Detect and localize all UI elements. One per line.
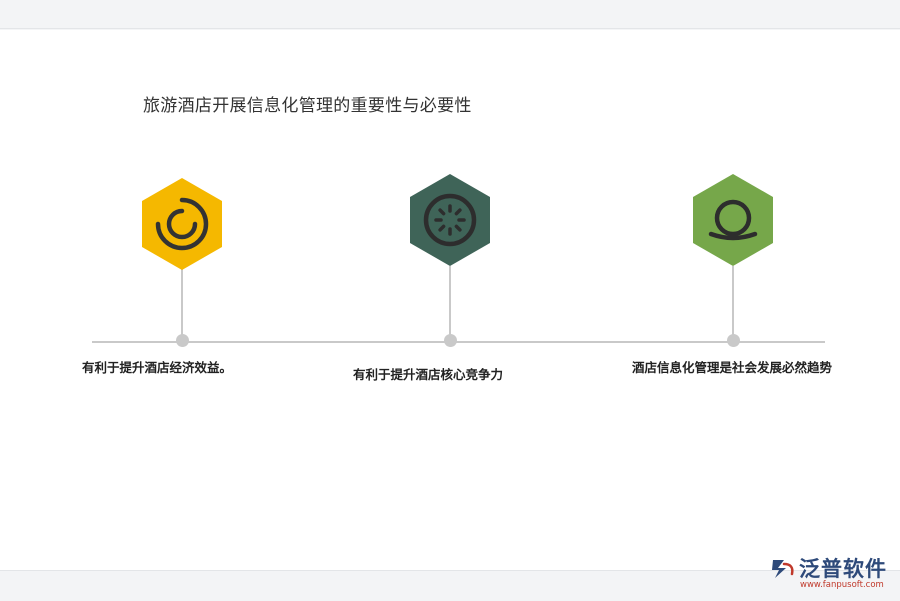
- step-1-label: 有利于提升酒店经济效益。: [82, 360, 233, 375]
- brand-name: 泛普软件: [799, 557, 887, 581]
- step-2-stem: [449, 266, 451, 341]
- brand-url: www.fanpusoft.com: [800, 580, 884, 590]
- dotted-circle-icon: [423, 193, 477, 247]
- top-bar: [0, 0, 900, 29]
- slide-canvas: 旅游酒店开展信息化管理的重要性与必要性 有利于提升酒店经济效益。: [0, 30, 900, 570]
- bottom-bar: [0, 570, 900, 601]
- slide-title: 旅游酒店开展信息化管理的重要性与必要性: [143, 96, 472, 116]
- brand-logo: 泛普软件: [770, 553, 887, 583]
- step-2-dot: [444, 334, 457, 347]
- fanpu-logo-icon: [772, 560, 794, 578]
- step-1-hexagon: [142, 178, 222, 270]
- step-3-label: 酒店信息化管理是社会发展必然趋势: [632, 360, 833, 375]
- step-2-label: 有利于提升酒店核心竞争力: [353, 367, 504, 382]
- bowl-ring-icon: [708, 199, 758, 241]
- step-2-hexagon: [410, 174, 490, 266]
- step-3-hexagon: [693, 174, 773, 266]
- step-1-dot: [176, 334, 189, 347]
- step-1-stem: [181, 268, 183, 341]
- timeline-line: [92, 341, 825, 343]
- step-3-dot: [727, 334, 740, 347]
- step-3-stem: [732, 266, 734, 341]
- spiral-ring-icon: [155, 197, 209, 251]
